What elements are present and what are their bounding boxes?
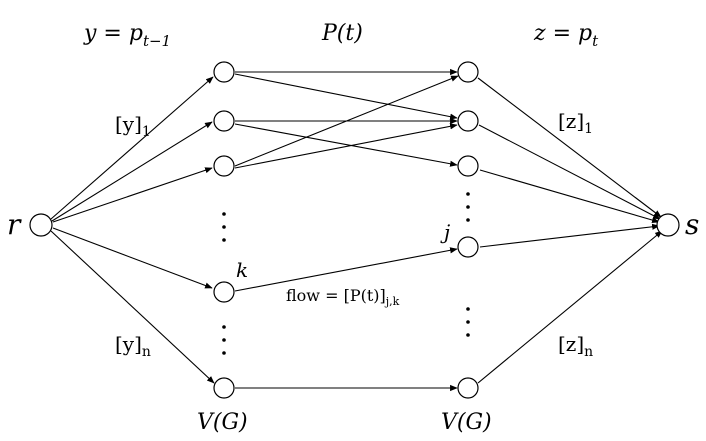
left-lower-ellipsis [222, 325, 226, 355]
header-middle-label: P(t) [321, 21, 363, 46]
edge-right-1-to-s [477, 77, 662, 218]
left-node-1 [213, 61, 235, 83]
edge-l3-r2 [234, 123, 458, 169]
edge-l2-r3 [234, 123, 458, 167]
edge-r-to-left-2 [51, 121, 213, 222]
right-node-n [457, 377, 479, 399]
right-node-2 [457, 110, 479, 132]
sink-node [656, 213, 680, 237]
left-node-k [213, 281, 235, 303]
edge-right-3-to-s [479, 169, 660, 224]
edge-l1-r2 [234, 73, 458, 120]
left-node-k-label: k [236, 258, 248, 282]
header-left-label: y = pt−1 [83, 21, 171, 50]
edge-label-zn: [z]n [558, 332, 593, 360]
footer-left-label: V(G) [197, 410, 248, 435]
right-upper-ellipsis [466, 192, 470, 222]
edge-r-to-left-k [52, 227, 213, 289]
source-label: r [7, 208, 22, 241]
edge-label-z1: [z]1 [558, 109, 593, 137]
right-node-j [457, 236, 479, 258]
edge-lk-rj [234, 247, 458, 292]
sink-label: s [685, 208, 699, 241]
left-node-3 [213, 155, 235, 177]
edge-label-flow: flow = [P(t)]j,k [286, 286, 400, 308]
edge-right-j-to-s [479, 223, 660, 248]
edge-label-y1: [y]1 [115, 112, 151, 140]
right-lower-ellipsis [466, 307, 470, 337]
header-right-label: z = pt [533, 21, 599, 50]
ellipsis-dots [222, 192, 470, 355]
edge-r-to-left-3 [52, 167, 213, 223]
right-node-1 [457, 61, 479, 83]
left-node-n [213, 377, 235, 399]
nodes [29, 61, 680, 399]
left-node-2 [213, 110, 235, 132]
edge-label-yn: [y]n [115, 332, 151, 360]
edge-r-to-left-1 [50, 76, 214, 220]
left-upper-ellipsis [222, 212, 226, 242]
right-node-3 [457, 155, 479, 177]
edge-l3-r1 [234, 75, 459, 167]
edge-right-n-to-s [477, 230, 663, 384]
edges [50, 68, 663, 392]
edge-right-2-to-s [478, 124, 661, 220]
footer-right-label: V(G) [441, 410, 492, 435]
source-node [29, 213, 53, 237]
edge-r-to-left-n [50, 230, 215, 384]
right-node-j-label: j [440, 220, 450, 244]
